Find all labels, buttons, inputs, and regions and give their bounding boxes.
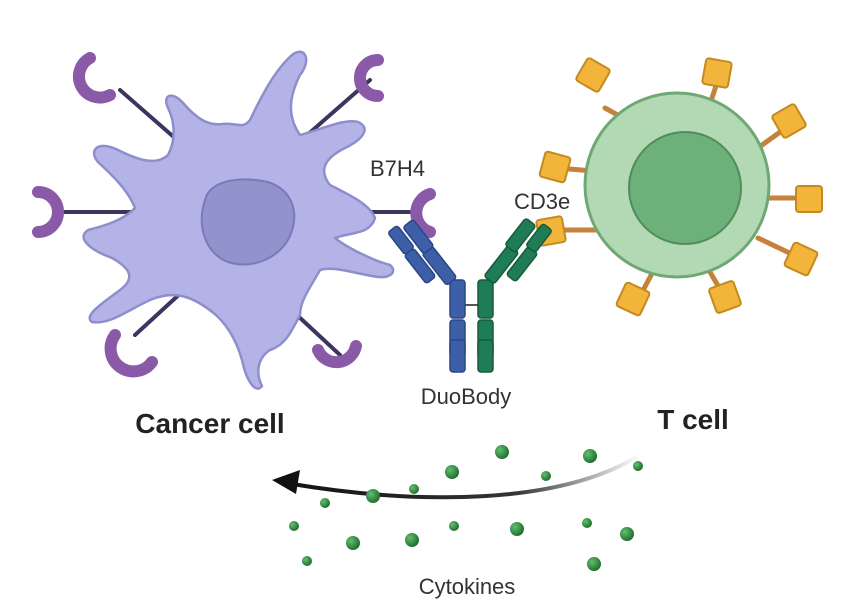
cytokine-dot-icon (366, 489, 380, 503)
bispecific-antibody-icon (388, 218, 552, 373)
cd3-receptor (708, 280, 742, 314)
b7h4-receptor-cup (354, 54, 384, 102)
cytokine-dot-icon (495, 445, 509, 459)
cancer-cell-icon (32, 50, 436, 390)
cd3-receptor (701, 57, 733, 89)
cd3-receptor (575, 57, 611, 93)
cytokines (289, 445, 643, 571)
antibody-blue-chain (388, 219, 466, 373)
cd3-receptor (538, 150, 572, 184)
cytokine-dot-icon (289, 521, 299, 531)
cancer-cell-label: Cancer cell (135, 408, 284, 439)
cytokine-dot-icon (582, 518, 592, 528)
b7h4-receptor-cup (312, 340, 362, 369)
antibody-green-chain (477, 218, 552, 373)
b7h4-receptor-cup (410, 188, 436, 238)
duobody-label: DuoBody (421, 384, 512, 409)
cd3-receptor (783, 241, 819, 277)
cytokine-dot-icon (302, 556, 312, 566)
cd3-receptor (615, 281, 651, 317)
cytokine-dot-icon (541, 471, 551, 481)
t-cell-label: T cell (657, 404, 729, 435)
cytokine-dot-icon (587, 557, 601, 571)
cytokine-dot-icon (320, 498, 330, 508)
cytokine-dot-icon (510, 522, 524, 536)
cytokines-label: Cytokines (419, 574, 516, 599)
curved-arrow-icon (272, 453, 642, 500)
cd3e-label: CD3e (514, 189, 570, 214)
cytokine-dot-icon (633, 461, 643, 471)
cytokine-dot-icon (445, 465, 459, 479)
cytokine-dot-icon (405, 533, 419, 547)
cytokine-dot-icon (620, 527, 634, 541)
cytokine-dot-icon (409, 484, 419, 494)
cytokine-dot-icon (346, 536, 360, 550)
b7h4-receptor-cup (32, 186, 64, 238)
b7h4-label: B7H4 (370, 156, 425, 181)
t-cell-icon (535, 57, 823, 317)
t-cell-nucleus (628, 131, 742, 245)
b7h4-receptors (32, 52, 436, 378)
cd3-receptor (771, 103, 807, 139)
cytokine-dot-icon (583, 449, 597, 463)
b7h4-receptor-cup (72, 52, 116, 104)
cytokine-dot-icon (449, 521, 459, 531)
cancer-cell-nucleus (200, 178, 296, 266)
cd3-receptor (795, 185, 823, 213)
b7h4-receptor-cup (104, 329, 158, 378)
